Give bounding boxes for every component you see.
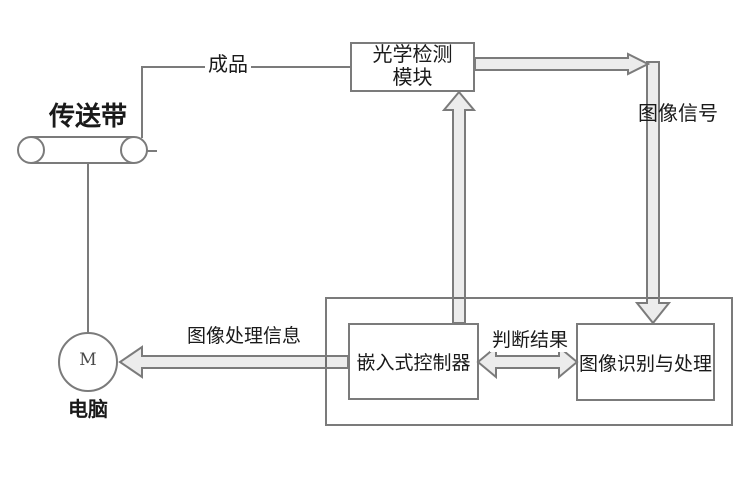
- embedded-controller-box: 嵌入式控制器: [348, 323, 479, 400]
- conveyor-belt-shape: [17, 136, 157, 164]
- judgment-result-label: 判断结果: [489, 330, 571, 352]
- optical-box-label-line1: 光学检测: [372, 44, 453, 66]
- recognition-box-label: 图像识别与处理: [578, 353, 712, 375]
- arrow-controller-to-optical: [441, 90, 477, 324]
- product-line: [141, 66, 351, 138]
- motor-m-label: M: [79, 350, 97, 370]
- image-signal-label: 图像信号: [638, 103, 718, 125]
- conveyor-label: 传送带: [48, 101, 128, 131]
- controller-box-label: 嵌入式控制器: [356, 353, 471, 374]
- computer-label: 电脑: [68, 399, 108, 421]
- optical-box-label-line2: 模块: [392, 67, 433, 89]
- arrow-optical-to-signal: [474, 52, 651, 76]
- arrow-image-signal-down: [634, 61, 672, 325]
- optical-detection-module-box: 光学检测 模块: [350, 42, 475, 92]
- image-processing-info-label: 图像处理信息: [186, 326, 302, 347]
- arrow-controller-to-motor: [118, 345, 349, 379]
- image-recognition-box: 图像识别与处理: [576, 323, 715, 401]
- finished-product-label: 成品: [205, 54, 251, 77]
